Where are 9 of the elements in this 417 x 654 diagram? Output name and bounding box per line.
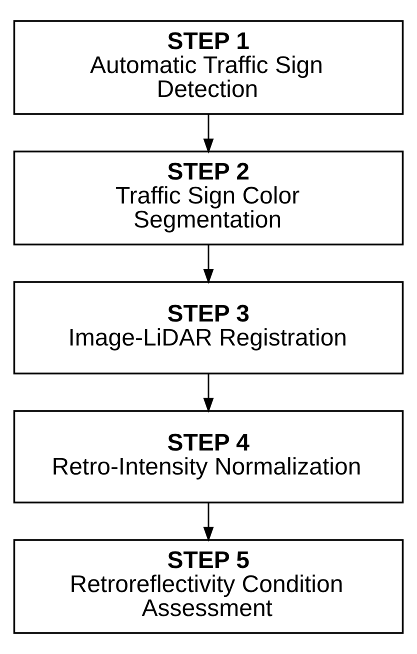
arrow (203, 502, 214, 542)
node-box: STEP 1 Automatic Traffic Sign Detection (13, 20, 404, 115)
node-box: STEP 5 Retroreflectivity Condition Assessment (13, 539, 404, 634)
node-box: STEP 3 Image-LiDAR Registration (13, 281, 404, 374)
arrow (203, 244, 214, 284)
arrow (203, 114, 214, 154)
node-box: STEP 2 Traffic Sign Color Segmentation (13, 150, 404, 246)
arrow (203, 374, 214, 413)
node-box: STEP 4 Retro-Intensity Normalization (13, 410, 404, 504)
